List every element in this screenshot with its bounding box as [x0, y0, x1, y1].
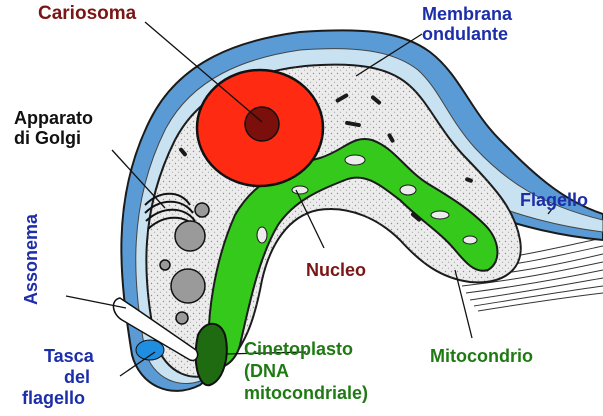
label-cariosoma: Cariosoma [38, 4, 136, 24]
label-membrana-line2: ondulante [422, 24, 512, 44]
flagellar-pocket-blue [136, 340, 164, 360]
kinetoplast [196, 324, 227, 385]
label-cinetoplasto-line2: (DNA [244, 360, 368, 382]
label-tasca-flagello: Tasca del flagello [22, 346, 94, 409]
label-golgi-line2: di Golgi [14, 128, 93, 148]
label-golgi-line1: Apparato [14, 108, 93, 128]
label-apparato-golgi: Apparato di Golgi [14, 108, 93, 148]
label-cinetoplasto: Cinetoplasto (DNA mitocondriale) [244, 338, 368, 404]
label-nucleo: Nucleo [306, 260, 366, 280]
label-membrana-ondulante: Membrana ondulante [422, 4, 512, 44]
label-membrana-line1: Membrana [422, 4, 512, 24]
label-flagello: Flagello [520, 190, 588, 210]
label-mitocondrio: Mitocondrio [430, 346, 533, 366]
label-cinetoplasto-line1: Cinetoplasto [244, 338, 368, 360]
label-tasca-line3: flagello [22, 388, 94, 409]
label-cinetoplasto-line3: mitocondriale) [244, 382, 368, 404]
label-assonema: Assonema [21, 219, 41, 305]
label-tasca-line2: del [22, 367, 94, 388]
label-tasca-line1: Tasca [22, 346, 94, 367]
